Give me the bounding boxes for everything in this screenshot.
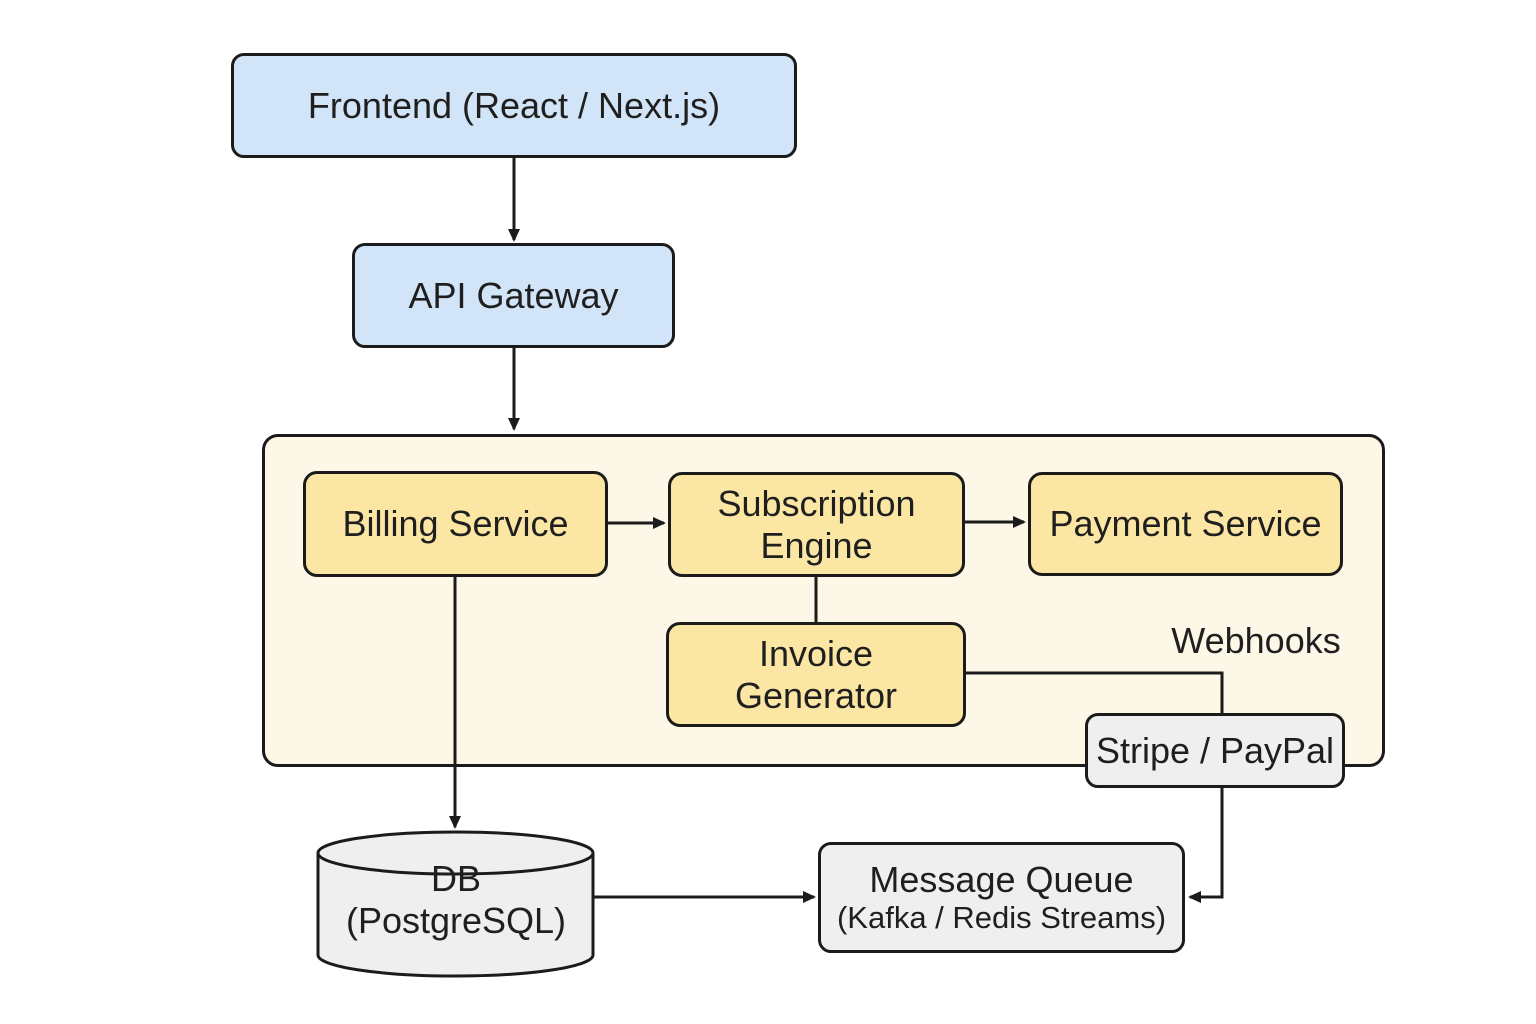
webhooks-annotation: Webhooks bbox=[1171, 620, 1341, 661]
billing-service-label: Billing Service bbox=[342, 503, 569, 545]
frontend-node: Frontend (React / Next.js) bbox=[231, 53, 797, 158]
payment-service-node: Payment Service bbox=[1028, 472, 1343, 576]
invoice-generator-node: Invoice Generator bbox=[666, 622, 966, 727]
message-queue-label-line2: (Kafka / Redis Streams) bbox=[836, 900, 1167, 936]
db-label-line1: DB bbox=[430, 858, 481, 899]
payment-service-label: Payment Service bbox=[1049, 503, 1322, 545]
message-queue-label-line1: Message Queue bbox=[869, 858, 1134, 900]
subscription-engine-label-line1: Subscription bbox=[717, 483, 916, 525]
billing-service-node: Billing Service bbox=[303, 471, 608, 577]
subscription-engine-node: Subscription Engine bbox=[668, 472, 965, 577]
invoice-generator-label-line1: Invoice bbox=[758, 633, 874, 675]
message-queue-node: Message Queue (Kafka / Redis Streams) bbox=[818, 842, 1185, 953]
invoice-generator-label-line2: Generator bbox=[734, 674, 898, 716]
api-gateway-node: API Gateway bbox=[352, 243, 675, 348]
subscription-engine-label-line2: Engine bbox=[760, 524, 873, 566]
stripe-paypal-node: Stripe / PayPal bbox=[1085, 713, 1345, 788]
frontend-label: Frontend (React / Next.js) bbox=[307, 84, 721, 126]
stripe-paypal-label: Stripe / PayPal bbox=[1095, 729, 1335, 771]
db-label-line2: (PostgreSQL) bbox=[345, 900, 567, 942]
api-gateway-label: API Gateway bbox=[408, 274, 619, 316]
db-node-label: DB (PostgreSQL) bbox=[318, 858, 594, 943]
